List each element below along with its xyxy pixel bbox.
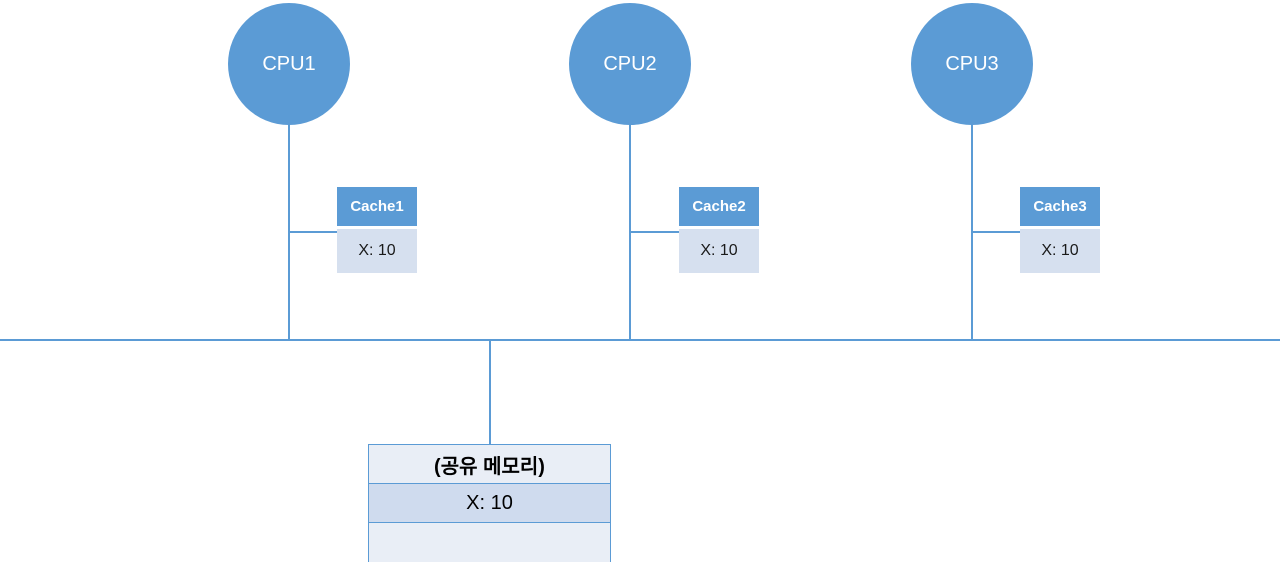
cpu3-node: CPU3 [911,3,1033,125]
cache2-value: X: 10 [679,229,759,273]
system-bus [0,339,1280,341]
cache1-title: Cache1 [337,187,417,229]
cache3-box: Cache3 X: 10 [1020,187,1100,273]
memory-bus-connector [489,340,491,444]
cache1-connector [288,231,338,233]
cache2-title: Cache2 [679,187,759,229]
cache2-box: Cache2 X: 10 [679,187,759,273]
cpu1-node: CPU1 [228,3,350,125]
shared-memory-empty-row [369,523,610,562]
shared-memory-value: X: 10 [369,484,610,523]
cache1-box: Cache1 X: 10 [337,187,417,273]
cpu3-label: CPU3 [945,52,999,75]
cpu2-label: CPU2 [603,52,657,75]
cpu1-label: CPU1 [262,52,316,75]
cache3-connector [971,231,1021,233]
cache3-title: Cache3 [1020,187,1100,229]
shared-memory-title: (공유 메모리) [369,445,610,484]
cache3-value: X: 10 [1020,229,1100,273]
cpu2-node: CPU2 [569,3,691,125]
shared-memory-box: (공유 메모리) X: 10 [368,444,611,562]
cache2-connector [629,231,679,233]
cache1-value: X: 10 [337,229,417,273]
